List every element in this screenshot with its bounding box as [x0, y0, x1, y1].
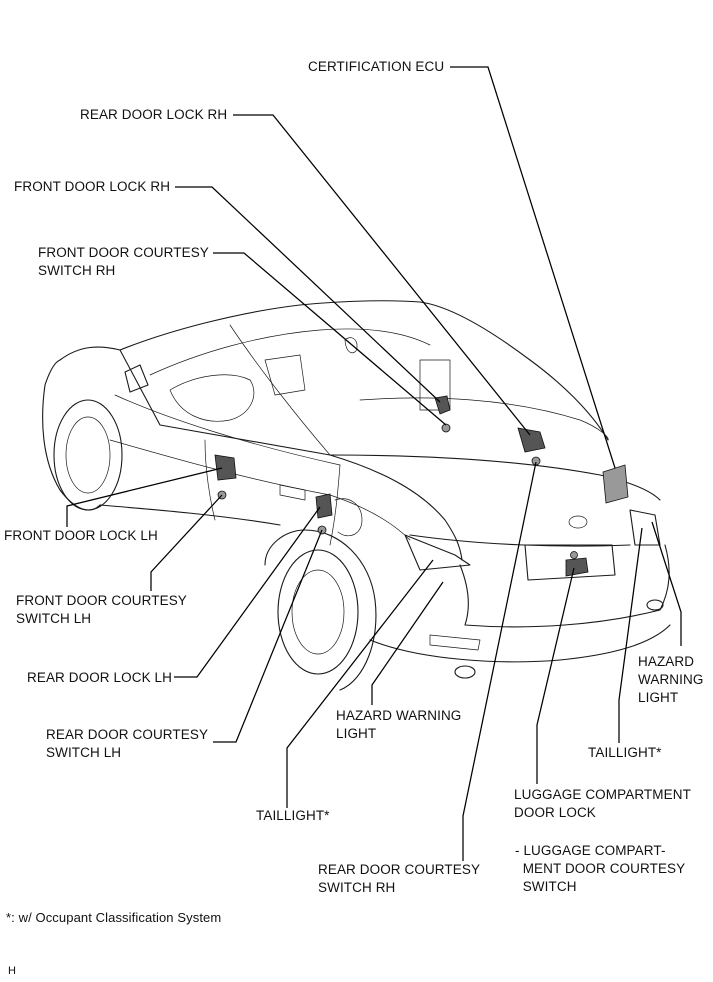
luggage-door-lock-part: [565, 557, 589, 577]
leader-front-door-lock-rh: [175, 186, 441, 403]
leader-hazard-warning-light-right: [651, 521, 682, 646]
c-pillar: [329, 454, 463, 561]
rear-quarter-line: [329, 494, 411, 541]
leader-taillight-right: [618, 527, 643, 743]
leader-front-door-lock-lh: [66, 467, 223, 527]
door-handle: [279, 484, 306, 501]
component-markers: [214, 395, 629, 577]
exhaust-right: [646, 599, 664, 611]
leader-luggage-door-lock: [536, 567, 575, 784]
label-front-door-lock-rh: FRONT DOOR LOCK RH: [14, 179, 171, 194]
leader-rear-door-courtesy-switch-rh: [462, 461, 537, 861]
center-console: [264, 354, 306, 396]
rear-door-lock-rh-part: [517, 427, 546, 453]
rear-wheel-hub: [291, 569, 345, 655]
label-rear-door-courtesy-switch-lh: REAR DOOR COURTESY SWITCH LH: [46, 727, 209, 760]
rear-wheel-arch: [264, 529, 377, 691]
label-hazard-warning-light-right: HAZARD WARNING LIGHT: [638, 654, 704, 705]
door-rear-seam: [329, 464, 341, 546]
footnote: *: w/ Occupant Classification System: [6, 910, 222, 925]
front-door-courtesy-switch-rh-part: [441, 423, 451, 433]
label-rear-door-courtesy-switch-rh: REAR DOOR COURTESY SWITCH RH: [318, 862, 481, 895]
front-fender-top: [44, 359, 61, 386]
rh-mirror: [344, 337, 358, 354]
front-bumper: [42, 384, 101, 511]
reflector-left: [429, 634, 481, 651]
windshield-lower: [119, 349, 331, 456]
side-mirror: [124, 364, 149, 393]
rear-bumper-lower: [369, 624, 671, 663]
label-luggage-compartment-door-courtesy-switch: - LUGGAGE COMPART- MENT DOOR COURTESY SW…: [515, 843, 686, 894]
trunk-line: [409, 534, 631, 547]
leader-hazard-warning-light-center: [371, 581, 444, 705]
fuel-lid: [334, 498, 363, 537]
leader-front-door-courtesy-switch-rh: [213, 252, 447, 426]
leader-taillight-center: [286, 559, 434, 808]
rear-bumper: [459, 544, 670, 628]
belt-line: [114, 394, 341, 466]
license-plate-recess: [524, 544, 616, 581]
rear-wheel: [277, 549, 359, 675]
label-rear-door-lock-lh: REAR DOOR LOCK LH: [27, 670, 172, 685]
roof-inner-line: [149, 328, 431, 376]
right-taillight: [629, 509, 661, 546]
leader-rear-door-lock-rh: [233, 114, 531, 436]
label-front-door-courtesy-switch-rh: FRONT DOOR COURTESY SWITCH RH: [38, 245, 209, 278]
front-wheel: [53, 399, 123, 511]
label-hazard-warning-light-center: HAZARD WARNING LIGHT: [336, 708, 462, 741]
left-taillight: [404, 534, 471, 571]
leader-rear-door-courtesy-switch-lh: [213, 529, 323, 743]
front-wheel-hub: [65, 416, 111, 494]
label-certification-ecu: CERTIFICATION ECU: [308, 59, 445, 74]
leader-lines: [66, 66, 682, 861]
leader-certification-ecu: [450, 66, 616, 469]
label-luggage-compartment-door-lock: LUGGAGE COMPARTMENT DOOR LOCK: [514, 787, 691, 820]
hood-front: [59, 346, 121, 361]
label-taillight-center: TAILLIGHT*: [256, 808, 330, 823]
leader-rear-door-lock-lh: [174, 506, 321, 678]
steering-wheel: [169, 374, 255, 422]
leader-front-door-courtesy-switch-lh: [150, 494, 223, 591]
emblem: [568, 515, 588, 529]
front-door-lock-lh-part: [214, 454, 237, 481]
certification-ecu-part: [602, 464, 629, 504]
front-door-front-seam: [204, 439, 216, 521]
roof-line: [119, 300, 609, 441]
label-taillight-right: TAILLIGHT*: [588, 745, 662, 760]
rocker-front: [99, 504, 281, 526]
a-pillar: [229, 324, 331, 456]
label-front-door-lock-lh: FRONT DOOR LOCK LH: [4, 528, 158, 543]
figure-code: H: [8, 965, 17, 977]
label-front-door-courtesy-switch-lh: FRONT DOOR COURTESY SWITCH LH: [16, 593, 187, 626]
rear-window-top: [359, 397, 609, 441]
exhaust-left: [454, 665, 476, 679]
car-body-outline: [42, 300, 671, 691]
rear-window-bottom: [329, 454, 601, 476]
label-rear-door-lock-rh: REAR DOOR LOCK RH: [80, 107, 228, 122]
luggage-courtesy-switch-part: [570, 551, 578, 559]
rear-door-lock-lh-part: [315, 493, 333, 519]
